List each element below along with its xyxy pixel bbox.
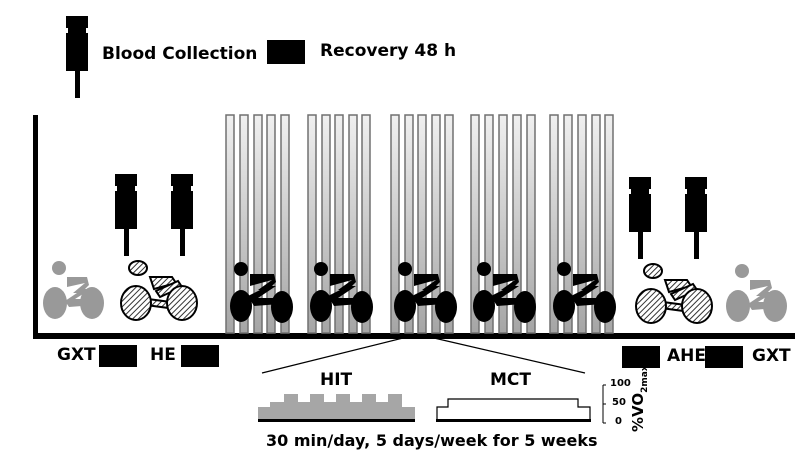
hit-intensity-profile bbox=[258, 394, 415, 420]
training-bars bbox=[225, 114, 614, 334]
label-mct: MCT bbox=[490, 370, 531, 390]
label-ahe: AHE bbox=[667, 346, 706, 366]
legend-blood-collection-label: Blood Collection bbox=[102, 44, 258, 64]
syringe-icon-post-1 bbox=[629, 177, 651, 259]
legend-syringe-icon bbox=[66, 16, 88, 98]
cyclist-gray-icon-end bbox=[726, 264, 787, 322]
label-gxt-pre: GXT bbox=[57, 345, 96, 365]
recovery-box-icon-3 bbox=[622, 346, 660, 368]
tick-50: 50 bbox=[612, 397, 626, 408]
recovery-box-icon-1 bbox=[99, 345, 137, 367]
label-he: HE bbox=[150, 345, 176, 365]
label-hit: HIT bbox=[320, 370, 353, 390]
label-gxt-post: GXT bbox=[752, 346, 791, 366]
syringe-icon-pre-2 bbox=[171, 174, 193, 256]
tick-100: 100 bbox=[610, 378, 631, 389]
zoom-line-left bbox=[261, 337, 404, 374]
cyclist-gray-icon-start bbox=[43, 261, 104, 319]
mct-baseline bbox=[436, 419, 591, 422]
intensity-axis-label: %VO2max bbox=[629, 365, 650, 432]
intensity-axis-bracket bbox=[602, 384, 606, 424]
training-schedule-caption: 30 min/day, 5 days/week for 5 weeks bbox=[266, 431, 598, 450]
syringe-icon-pre-1 bbox=[115, 174, 137, 256]
cyclist-hatched-icon-pre bbox=[120, 260, 198, 321]
y-axis-line bbox=[33, 115, 38, 338]
legend-recovery-label: Recovery 48 h bbox=[320, 41, 457, 61]
tick-0: 0 bbox=[615, 416, 622, 427]
zoom-line-right bbox=[433, 337, 586, 374]
legend-recovery-icon bbox=[267, 40, 305, 64]
recovery-box-icon-4 bbox=[705, 346, 743, 368]
syringe-icon-post-2 bbox=[685, 177, 707, 259]
cyclist-hatched-icon-post bbox=[635, 263, 713, 324]
timeline-baseline bbox=[33, 333, 795, 339]
recovery-box-icon-2 bbox=[181, 345, 219, 367]
hit-baseline bbox=[258, 419, 415, 422]
mct-intensity-profile bbox=[436, 398, 591, 421]
